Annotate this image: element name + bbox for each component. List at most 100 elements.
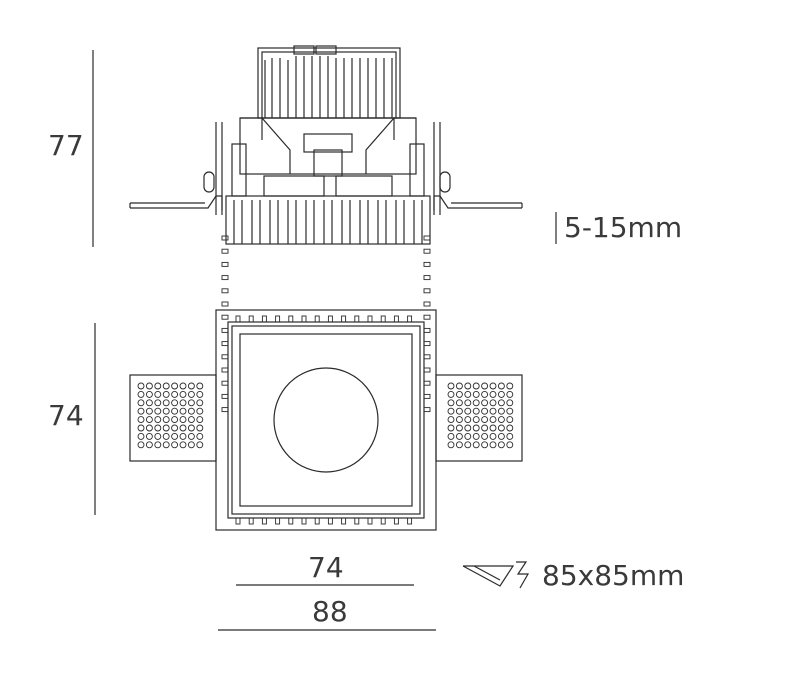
inner-face — [239, 333, 413, 507]
mesh-hole — [171, 382, 179, 390]
right-mesh-pattern — [447, 382, 514, 449]
trim-tooth — [341, 315, 347, 323]
mesh-hole — [154, 416, 162, 424]
mesh-hole — [196, 382, 204, 390]
mesh-hole — [187, 432, 195, 440]
inner-width-label: 74 — [308, 551, 344, 584]
mesh-hole — [187, 407, 195, 415]
mesh-hole — [472, 416, 480, 424]
mesh-hole — [506, 416, 514, 424]
mesh-hole — [506, 441, 514, 449]
trim-tooth — [423, 261, 431, 267]
mesh-hole — [179, 416, 187, 424]
mesh-hole — [137, 390, 145, 398]
mesh-hole — [196, 424, 204, 432]
mesh-hole — [447, 416, 455, 424]
mesh-hole — [196, 390, 204, 398]
outer-trim — [215, 309, 437, 531]
housing-bracket — [215, 117, 441, 215]
mesh-hole — [196, 407, 204, 415]
trim-tooth — [221, 275, 229, 281]
mesh-hole — [179, 399, 187, 407]
trim-tooth — [423, 235, 431, 241]
mesh-hole — [472, 382, 480, 390]
mesh-hole — [464, 382, 472, 390]
mesh-hole — [506, 407, 514, 415]
trim-tooth — [275, 517, 281, 525]
mesh-hole — [506, 382, 514, 390]
mesh-hole — [171, 416, 179, 424]
mesh-hole — [187, 382, 195, 390]
mesh-hole — [179, 407, 187, 415]
mesh-hole — [447, 407, 455, 415]
trim-tooth — [423, 341, 431, 347]
trim-tooth — [235, 315, 241, 323]
mesh-hole — [179, 441, 187, 449]
mesh-hole — [489, 432, 497, 440]
mesh-hole — [497, 441, 505, 449]
mesh-hole — [187, 424, 195, 432]
trim-tooth — [248, 517, 254, 525]
mesh-hole — [481, 441, 489, 449]
mesh-hole — [154, 399, 162, 407]
mesh-hole — [154, 407, 162, 415]
trim-tooth — [288, 517, 294, 525]
mesh-hole — [447, 432, 455, 440]
mesh-hole — [455, 382, 463, 390]
mesh-hole — [455, 441, 463, 449]
trim-tooth — [261, 517, 267, 525]
mesh-hole — [481, 407, 489, 415]
mesh-hole — [171, 399, 179, 407]
trim-tooth — [423, 354, 431, 360]
mesh-hole — [472, 441, 480, 449]
mesh-hole — [447, 390, 455, 398]
heatsink-fins — [257, 45, 401, 119]
trim-tooth — [380, 315, 386, 323]
trim-tooth — [221, 301, 229, 307]
trim-tooth — [423, 407, 431, 413]
trim-tooth — [221, 288, 229, 294]
mesh-hole — [447, 424, 455, 432]
mesh-hole — [464, 441, 472, 449]
mesh-hole — [145, 399, 153, 407]
mesh-hole — [145, 441, 153, 449]
mesh-hole — [464, 399, 472, 407]
mesh-hole — [187, 390, 195, 398]
trim-tooth — [367, 517, 373, 525]
mesh-hole — [137, 399, 145, 407]
mesh-hole — [187, 441, 195, 449]
mesh-hole — [455, 424, 463, 432]
trim-tooth — [314, 315, 320, 323]
mesh-hole — [171, 390, 179, 398]
ceiling-flange — [129, 195, 523, 210]
trim-tooth — [423, 314, 431, 320]
mesh-hole — [472, 399, 480, 407]
trim-tooth — [327, 315, 333, 323]
trim-tooth — [354, 315, 360, 323]
trim-tooth — [221, 327, 229, 333]
inner-trim-ring — [227, 321, 425, 519]
mesh-hole — [472, 432, 480, 440]
mesh-hole — [162, 441, 170, 449]
mesh-hole — [137, 432, 145, 440]
trim-tooth — [423, 248, 431, 254]
trim-tooth — [423, 327, 431, 333]
mesh-hole — [472, 407, 480, 415]
mesh-hole — [472, 424, 480, 432]
top-view — [94, 235, 523, 531]
trim-tooth — [221, 235, 229, 241]
mesh-hole — [154, 432, 162, 440]
mesh-hole — [464, 424, 472, 432]
mesh-hole — [489, 416, 497, 424]
trim-tooth — [261, 315, 267, 323]
mesh-hole — [497, 424, 505, 432]
trim-tooth — [407, 517, 413, 525]
trim-tooth — [301, 517, 307, 525]
mesh-hole — [196, 432, 204, 440]
mesh-hole — [162, 416, 170, 424]
mesh-hole — [171, 441, 179, 449]
mesh-hole — [154, 424, 162, 432]
mesh-hole — [464, 432, 472, 440]
mesh-hole — [145, 432, 153, 440]
